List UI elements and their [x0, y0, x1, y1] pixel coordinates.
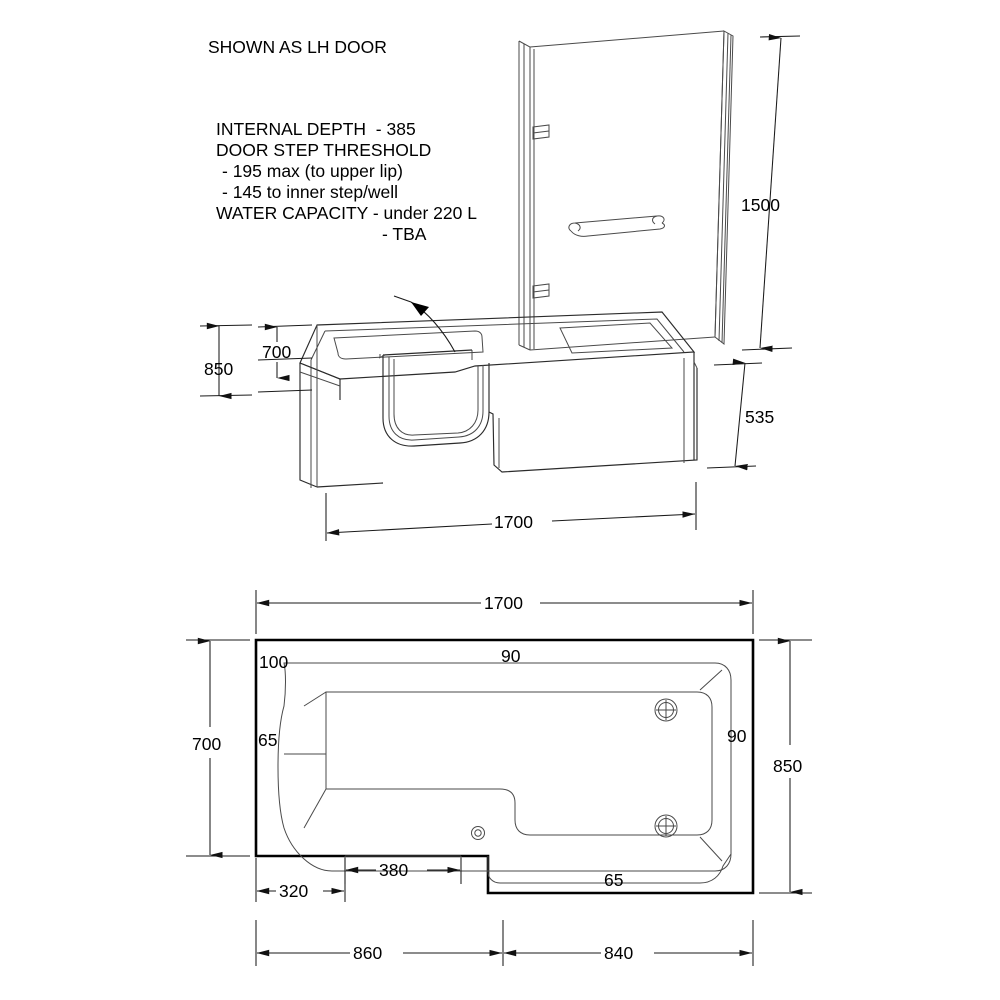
fixing-point-upper	[655, 699, 677, 721]
dim-label-850-iso: 850	[204, 359, 233, 379]
screen-hinge-lower	[533, 284, 549, 298]
dim-label-380: 380	[379, 860, 408, 880]
dim-label-860: 860	[353, 943, 382, 963]
dim-label-100-left: 100	[259, 652, 288, 672]
front-panel-right	[488, 352, 698, 473]
notes-block: SHOWN AS LH DOOR INTERNAL DEPTH - 385 DO…	[208, 37, 477, 244]
dim-plan-700: 700	[186, 637, 250, 859]
dim-plan-840: 840	[503, 920, 754, 966]
front-panel-left	[299, 360, 384, 488]
door-threshold	[379, 349, 473, 358]
dim-plan-320: 320	[255, 858, 346, 902]
door-opening	[380, 350, 490, 447]
plan-outer-outline	[254, 638, 755, 895]
spec-threshold-inner-step: - 145 to inner step/well	[222, 182, 398, 202]
dim-label-840: 840	[604, 943, 633, 963]
isometric-view: 850 700 1500 535	[199, 31, 801, 541]
plan-well-outline	[304, 692, 712, 835]
dim-label-320: 320	[279, 881, 308, 901]
dim-plan-850: 850	[759, 637, 812, 896]
dim-label-700-iso: 700	[262, 342, 291, 362]
rim-shadow-right	[694, 362, 697, 368]
spec-water-capacity-value: - TBA	[382, 224, 427, 244]
dim-label-90-top: 90	[501, 646, 521, 666]
rim-shadow-left	[300, 372, 340, 386]
screen-folding-leaf	[715, 31, 733, 344]
plan-corner-chamfers	[700, 670, 722, 861]
plan-view: 1700 700 850 90 90 65 100 65	[186, 590, 812, 966]
dim-label-700-plan: 700	[192, 734, 221, 754]
screen-hinge-upper	[533, 125, 549, 139]
dim-plan-860: 860	[255, 920, 504, 966]
spec-internal-depth: INTERNAL DEPTH - 385	[216, 119, 416, 139]
dim-label-850-plan: 850	[773, 756, 802, 776]
dim-iso-700: 700	[257, 323, 313, 393]
grab-rail-icon	[569, 216, 665, 236]
dim-iso-1500: 1500	[741, 33, 801, 353]
lh-door-note: SHOWN AS LH DOOR	[208, 37, 387, 57]
screen-return-panel	[519, 41, 530, 350]
dim-plan-1700: 1700	[255, 590, 754, 634]
dim-plan-380: 380	[344, 858, 462, 884]
dim-iso-1700: 1700	[325, 482, 697, 541]
dim-iso-850: 850	[199, 322, 253, 400]
dim-iso-535: 535	[706, 358, 774, 471]
dim-label-65-bottom: 65	[604, 870, 623, 890]
bath-left-end	[299, 325, 341, 487]
dim-label-90-right: 90	[727, 726, 747, 746]
plan-rim-outer	[278, 663, 731, 871]
dim-label-65-left: 65	[258, 730, 277, 750]
dim-label-1700-iso: 1700	[494, 512, 533, 532]
screen-main-panel	[530, 31, 724, 350]
door-leader-arrow	[393, 295, 456, 353]
spec-door-step-threshold: DOOR STEP THRESHOLD	[216, 140, 431, 160]
dim-label-1500: 1500	[741, 195, 780, 215]
bath-inner-well	[334, 323, 672, 359]
dim-label-1700-plan: 1700	[484, 593, 523, 613]
dim-label-535: 535	[745, 407, 774, 427]
spec-water-capacity: WATER CAPACITY - under 220 L	[216, 203, 477, 223]
waste-outlet-icon	[472, 827, 485, 840]
plan-step-shelf	[488, 854, 731, 883]
spec-threshold-upper-lip: - 195 max (to upper lip)	[222, 161, 403, 181]
fixing-point-lower	[655, 815, 677, 837]
bath-top-rim	[299, 311, 696, 380]
